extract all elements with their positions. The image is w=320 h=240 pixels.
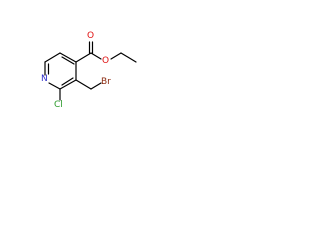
bond-ch2-ch3 [120, 52, 137, 63]
chlorine-atom-label: Cl [54, 100, 63, 110]
bond-c5-c4-double [61, 56, 75, 65]
ester-oxygen-atom-label: O [102, 56, 110, 66]
bond-c3-ch2br [75, 79, 92, 90]
carbonyl-oxygen-atom-label: O [87, 31, 95, 41]
molecule-structure [44, 41, 137, 101]
bond-carbonyl-o-ester [90, 52, 102, 60]
bond-o-ch2 [110, 52, 122, 60]
bond-c2-n [48, 82, 61, 90]
bond-c6-c5 [44, 52, 61, 63]
bond-c4-carbonyl [75, 52, 92, 63]
bond-c3-c2-double [61, 77, 74, 86]
bond-c5-c4 [59, 52, 77, 63]
bond-c3-c2 [59, 79, 77, 90]
molecule-canvas: N Cl Br O O [0, 0, 152, 152]
bond-ch2-br [90, 82, 102, 90]
bromine-atom-label: Br [101, 77, 111, 87]
nitrogen-atom-label: N [41, 74, 48, 84]
